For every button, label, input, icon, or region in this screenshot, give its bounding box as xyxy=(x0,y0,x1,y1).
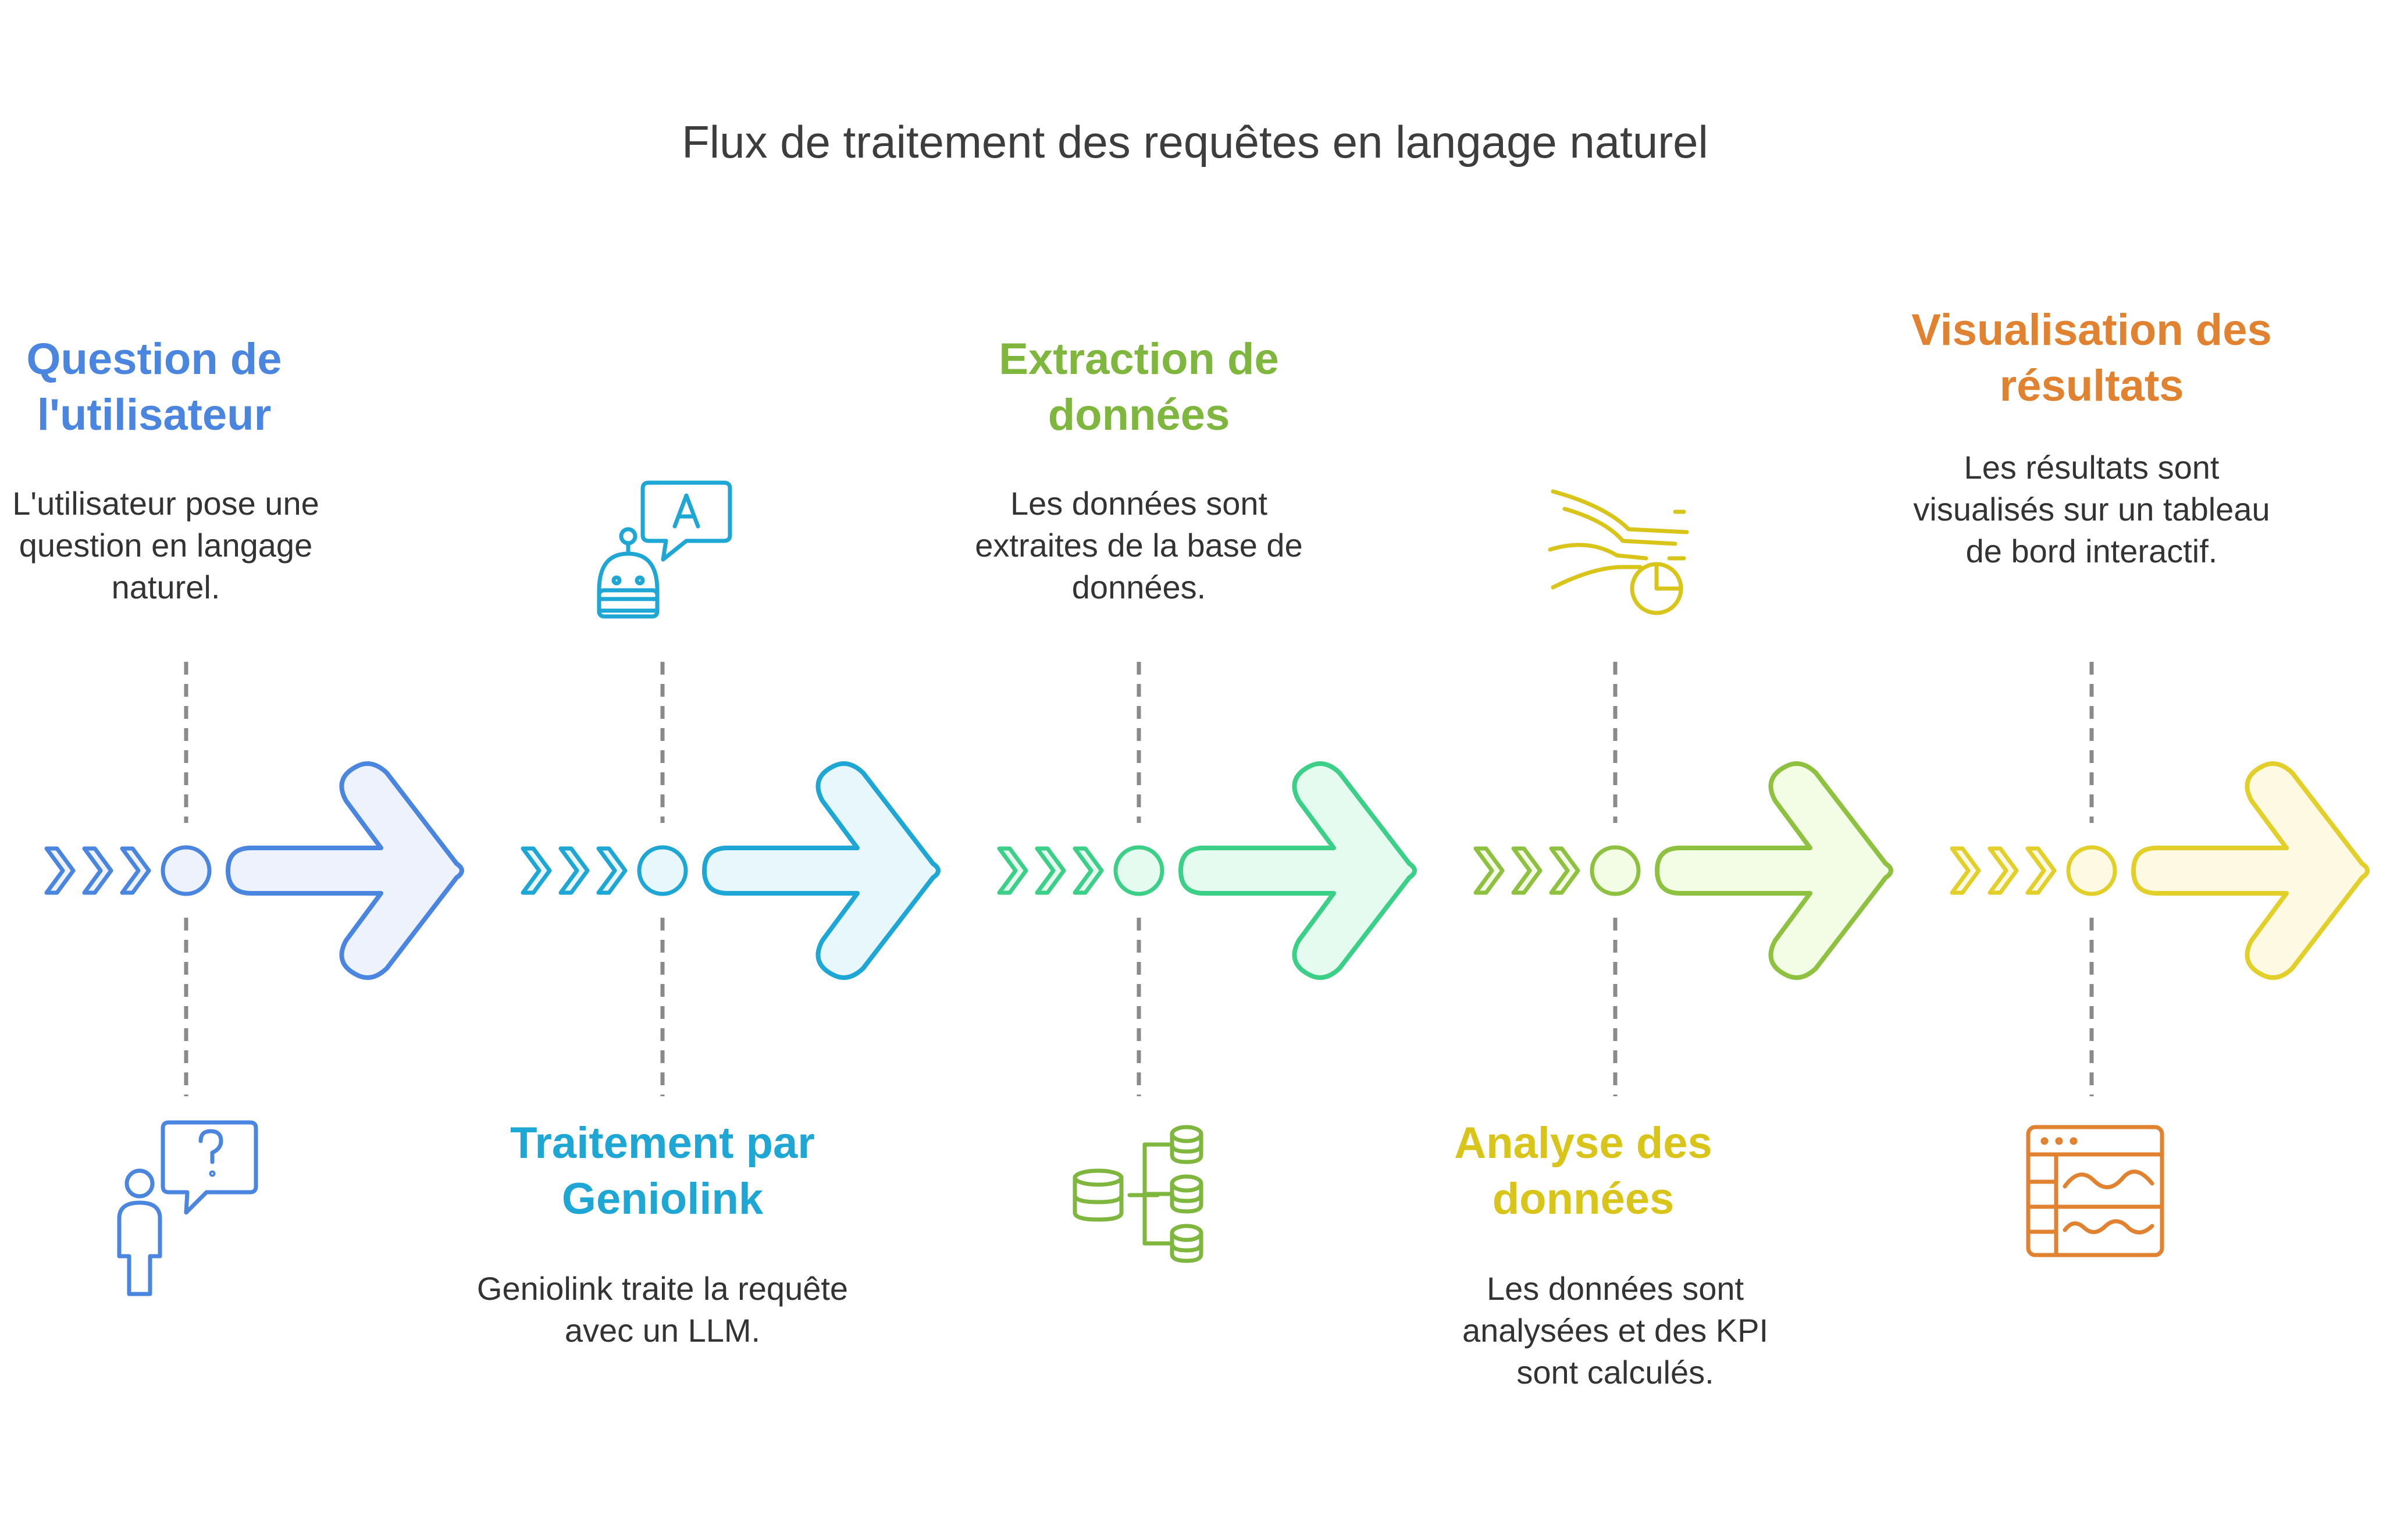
step-description-analyse: Les données sont analysées et des KPI so… xyxy=(1462,1270,1769,1391)
diagram-title: Flux de traitement des requêtes en langa… xyxy=(682,116,1708,167)
arrow-analyse xyxy=(1655,761,1893,980)
database-tree-icon xyxy=(1073,1125,1203,1263)
step-title-extraction: Extraction de données xyxy=(999,334,1279,440)
chevron-visualisation xyxy=(1950,846,1981,895)
data-flow-pie-icon xyxy=(1548,489,1689,615)
step-title-visualisation: Visualisation des résultats xyxy=(1911,305,2272,411)
chevrons-traitement xyxy=(521,846,628,895)
chevrons-extraction xyxy=(997,846,1104,895)
arrow-traitement xyxy=(702,761,941,980)
dashboard-chart-icon xyxy=(2026,1125,2164,1257)
arrow-question xyxy=(226,761,464,980)
step-circle-traitement xyxy=(637,845,688,896)
person-question-icon xyxy=(117,1120,258,1296)
chevron-traitement xyxy=(521,846,552,895)
step-circle-analyse xyxy=(1590,845,1641,896)
chevron-question xyxy=(120,846,151,895)
arrow-visualisation xyxy=(2131,761,2370,980)
chevron-extraction xyxy=(1073,846,1104,895)
step-circle-visualisation xyxy=(2066,845,2117,896)
chevron-analyse xyxy=(1473,846,1505,895)
step-circle-extraction xyxy=(1113,845,1164,896)
step-description-extraction: Les données sont extraites de la base de… xyxy=(975,485,1303,605)
arrow-extraction xyxy=(1178,761,1417,980)
step-title-analyse: Analyse des données xyxy=(1454,1118,1712,1224)
chevron-traitement xyxy=(596,846,628,895)
step-title-question: Question de l'utilisateur xyxy=(26,334,282,440)
chevron-question xyxy=(82,846,113,895)
chevrons-question xyxy=(44,846,151,895)
chevron-analyse xyxy=(1511,846,1543,895)
chevron-traitement xyxy=(558,846,590,895)
chevron-visualisation xyxy=(1987,846,2019,895)
chevrons-analyse xyxy=(1473,846,1580,895)
step-description-question: L'utilisateur pose une question en langa… xyxy=(12,485,319,605)
chevron-question xyxy=(44,846,76,895)
chevron-analyse xyxy=(1549,846,1580,895)
step-description-visualisation: Les résultats sont visualisés sur un tab… xyxy=(1913,449,2270,569)
step-circle-question xyxy=(161,845,212,896)
chevrons-visualisation xyxy=(1950,846,2057,895)
chevron-extraction xyxy=(1035,846,1066,895)
step-title-traitement: Traitement par Geniolink xyxy=(510,1118,815,1224)
robot-chat-icon xyxy=(597,480,732,619)
chevron-visualisation xyxy=(2025,846,2057,895)
step-description-traitement: Geniolink traite la requête avec un LLM. xyxy=(476,1270,849,1349)
chevron-extraction xyxy=(997,846,1028,895)
